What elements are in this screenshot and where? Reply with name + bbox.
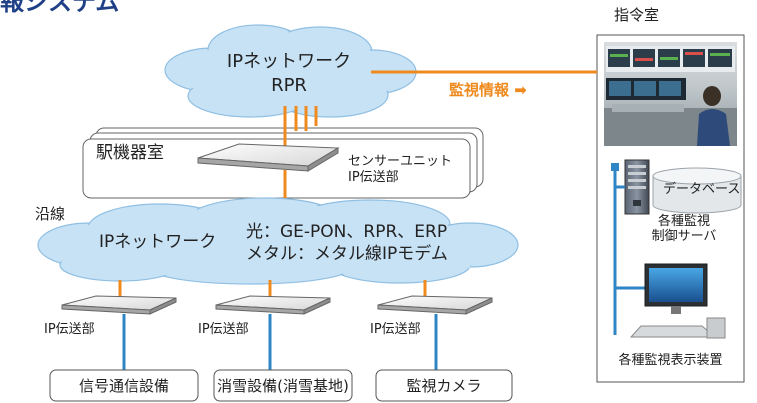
snow-melting-equipment-label: 消雪設備(消雪基地) [217, 377, 349, 395]
field-links [122, 314, 438, 370]
wayside-title: 沿線 [35, 205, 66, 223]
monitoring-info-label: 監視情報 ➡ [449, 81, 527, 99]
optical-tech-line: 光：GE-PON、RPR、ERP [246, 222, 448, 242]
lan-junction [611, 163, 619, 171]
metal-tech-line: メタル：メタル線IPモデム [246, 244, 448, 265]
equipment-boxes [49, 369, 513, 402]
camera-label: 監視カメラ [406, 377, 482, 395]
upper-network-labels: IPネットワーク RPR [219, 50, 359, 99]
station-room-title: 駅機器室 [96, 143, 164, 163]
page-title-fragment: 報システム [0, 0, 120, 16]
command-room-title: 指令室 [614, 6, 660, 24]
database-icon [652, 167, 742, 214]
sensor-unit-device [197, 143, 340, 172]
upper-network-protocol: RPR [271, 75, 307, 97]
monitor-terminal-icon [629, 263, 726, 339]
command-room-lan [613, 167, 645, 335]
lower-network-name: IPネットワーク [99, 232, 217, 252]
ip-transmitter-device [377, 295, 493, 315]
transmitter-label: IP伝送部 [198, 322, 249, 337]
display-device-label: 各種監視表示装置 [618, 353, 723, 368]
ip-transmitter-device [61, 295, 177, 315]
database-label: データベース [663, 182, 741, 197]
server-label: 各種監視 制御サーバ [651, 214, 717, 244]
ip-transmitter-device [215, 295, 331, 315]
transmitter-label: IP伝送部 [370, 322, 421, 337]
server-icon [624, 159, 650, 215]
sensor-unit-label: センサーユニット IP伝送部 [348, 154, 453, 186]
signal-equipment-label: 信号通信設備 [78, 377, 169, 395]
control-room-photo [604, 42, 737, 146]
monitoring-info-text: 監視情報 [449, 81, 510, 99]
transmitter-label: IP伝送部 [44, 322, 95, 337]
right-arrow-icon: ➡ [514, 81, 527, 99]
lower-network-tech: 光：GE-PON、RPR、ERP メタル：メタル線IPモデム [246, 221, 448, 265]
upper-network-name: IPネットワーク [226, 51, 352, 72]
